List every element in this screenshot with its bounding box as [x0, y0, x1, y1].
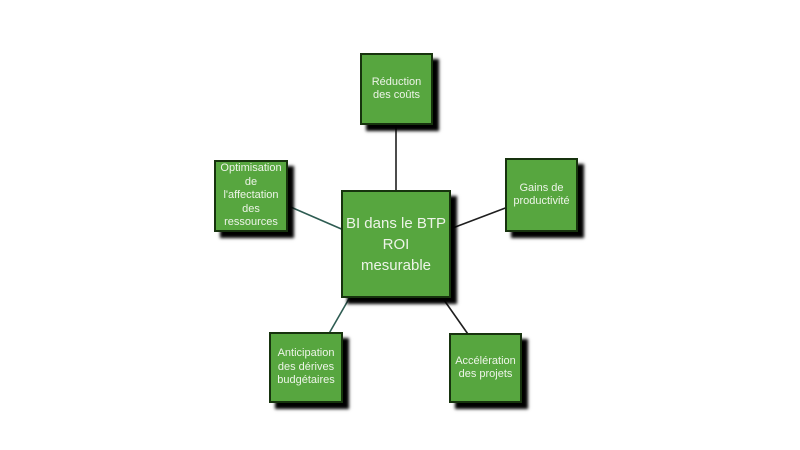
node-gains-de-productivite[interactable]: Gains de productivité — [505, 158, 578, 232]
connector-bottom-right — [443, 299, 471, 338]
node-label-line: Optimisation — [220, 162, 282, 175]
node-label-line: de — [244, 175, 258, 188]
node-optimisation-affectation-ressources[interactable]: Optimisation de l'affectation des ressou… — [214, 160, 288, 232]
node-reduction-des-couts[interactable]: Réduction des coûts — [360, 53, 433, 125]
node-central-bi-btp-roi[interactable]: BI dans le BTP ROI mesurable — [341, 190, 451, 298]
node-acceleration-des-projets[interactable]: Accélération des projets — [449, 333, 522, 403]
connector-bottom-left — [326, 296, 351, 338]
node-anticipation-derives-budgetaires[interactable]: Anticipation des dérives budgétaires — [269, 332, 343, 403]
node-label-line: Réduction — [371, 75, 422, 88]
node-label-line: Anticipation — [277, 347, 335, 360]
node-label-line: des projets — [458, 368, 513, 380]
node-label-line: budgétaires — [277, 374, 335, 387]
node-label-line: BI dans le BTP — [345, 214, 447, 232]
node-label-line: ressources — [224, 216, 278, 229]
node-label-line: ROI — [382, 235, 410, 253]
node-label-line: des dérives — [277, 360, 335, 373]
node-label-line: Gains de — [519, 181, 564, 194]
node-label-line: des — [242, 202, 260, 215]
connector-right — [449, 206, 509, 230]
node-label-line: Accélération — [455, 354, 516, 367]
node-label-line: productivité — [513, 195, 570, 207]
node-label-line: des coûts — [372, 89, 421, 101]
connector-left — [285, 204, 347, 232]
node-label-line: l'affectation — [223, 189, 279, 202]
node-label-line: mesurable — [360, 256, 432, 274]
